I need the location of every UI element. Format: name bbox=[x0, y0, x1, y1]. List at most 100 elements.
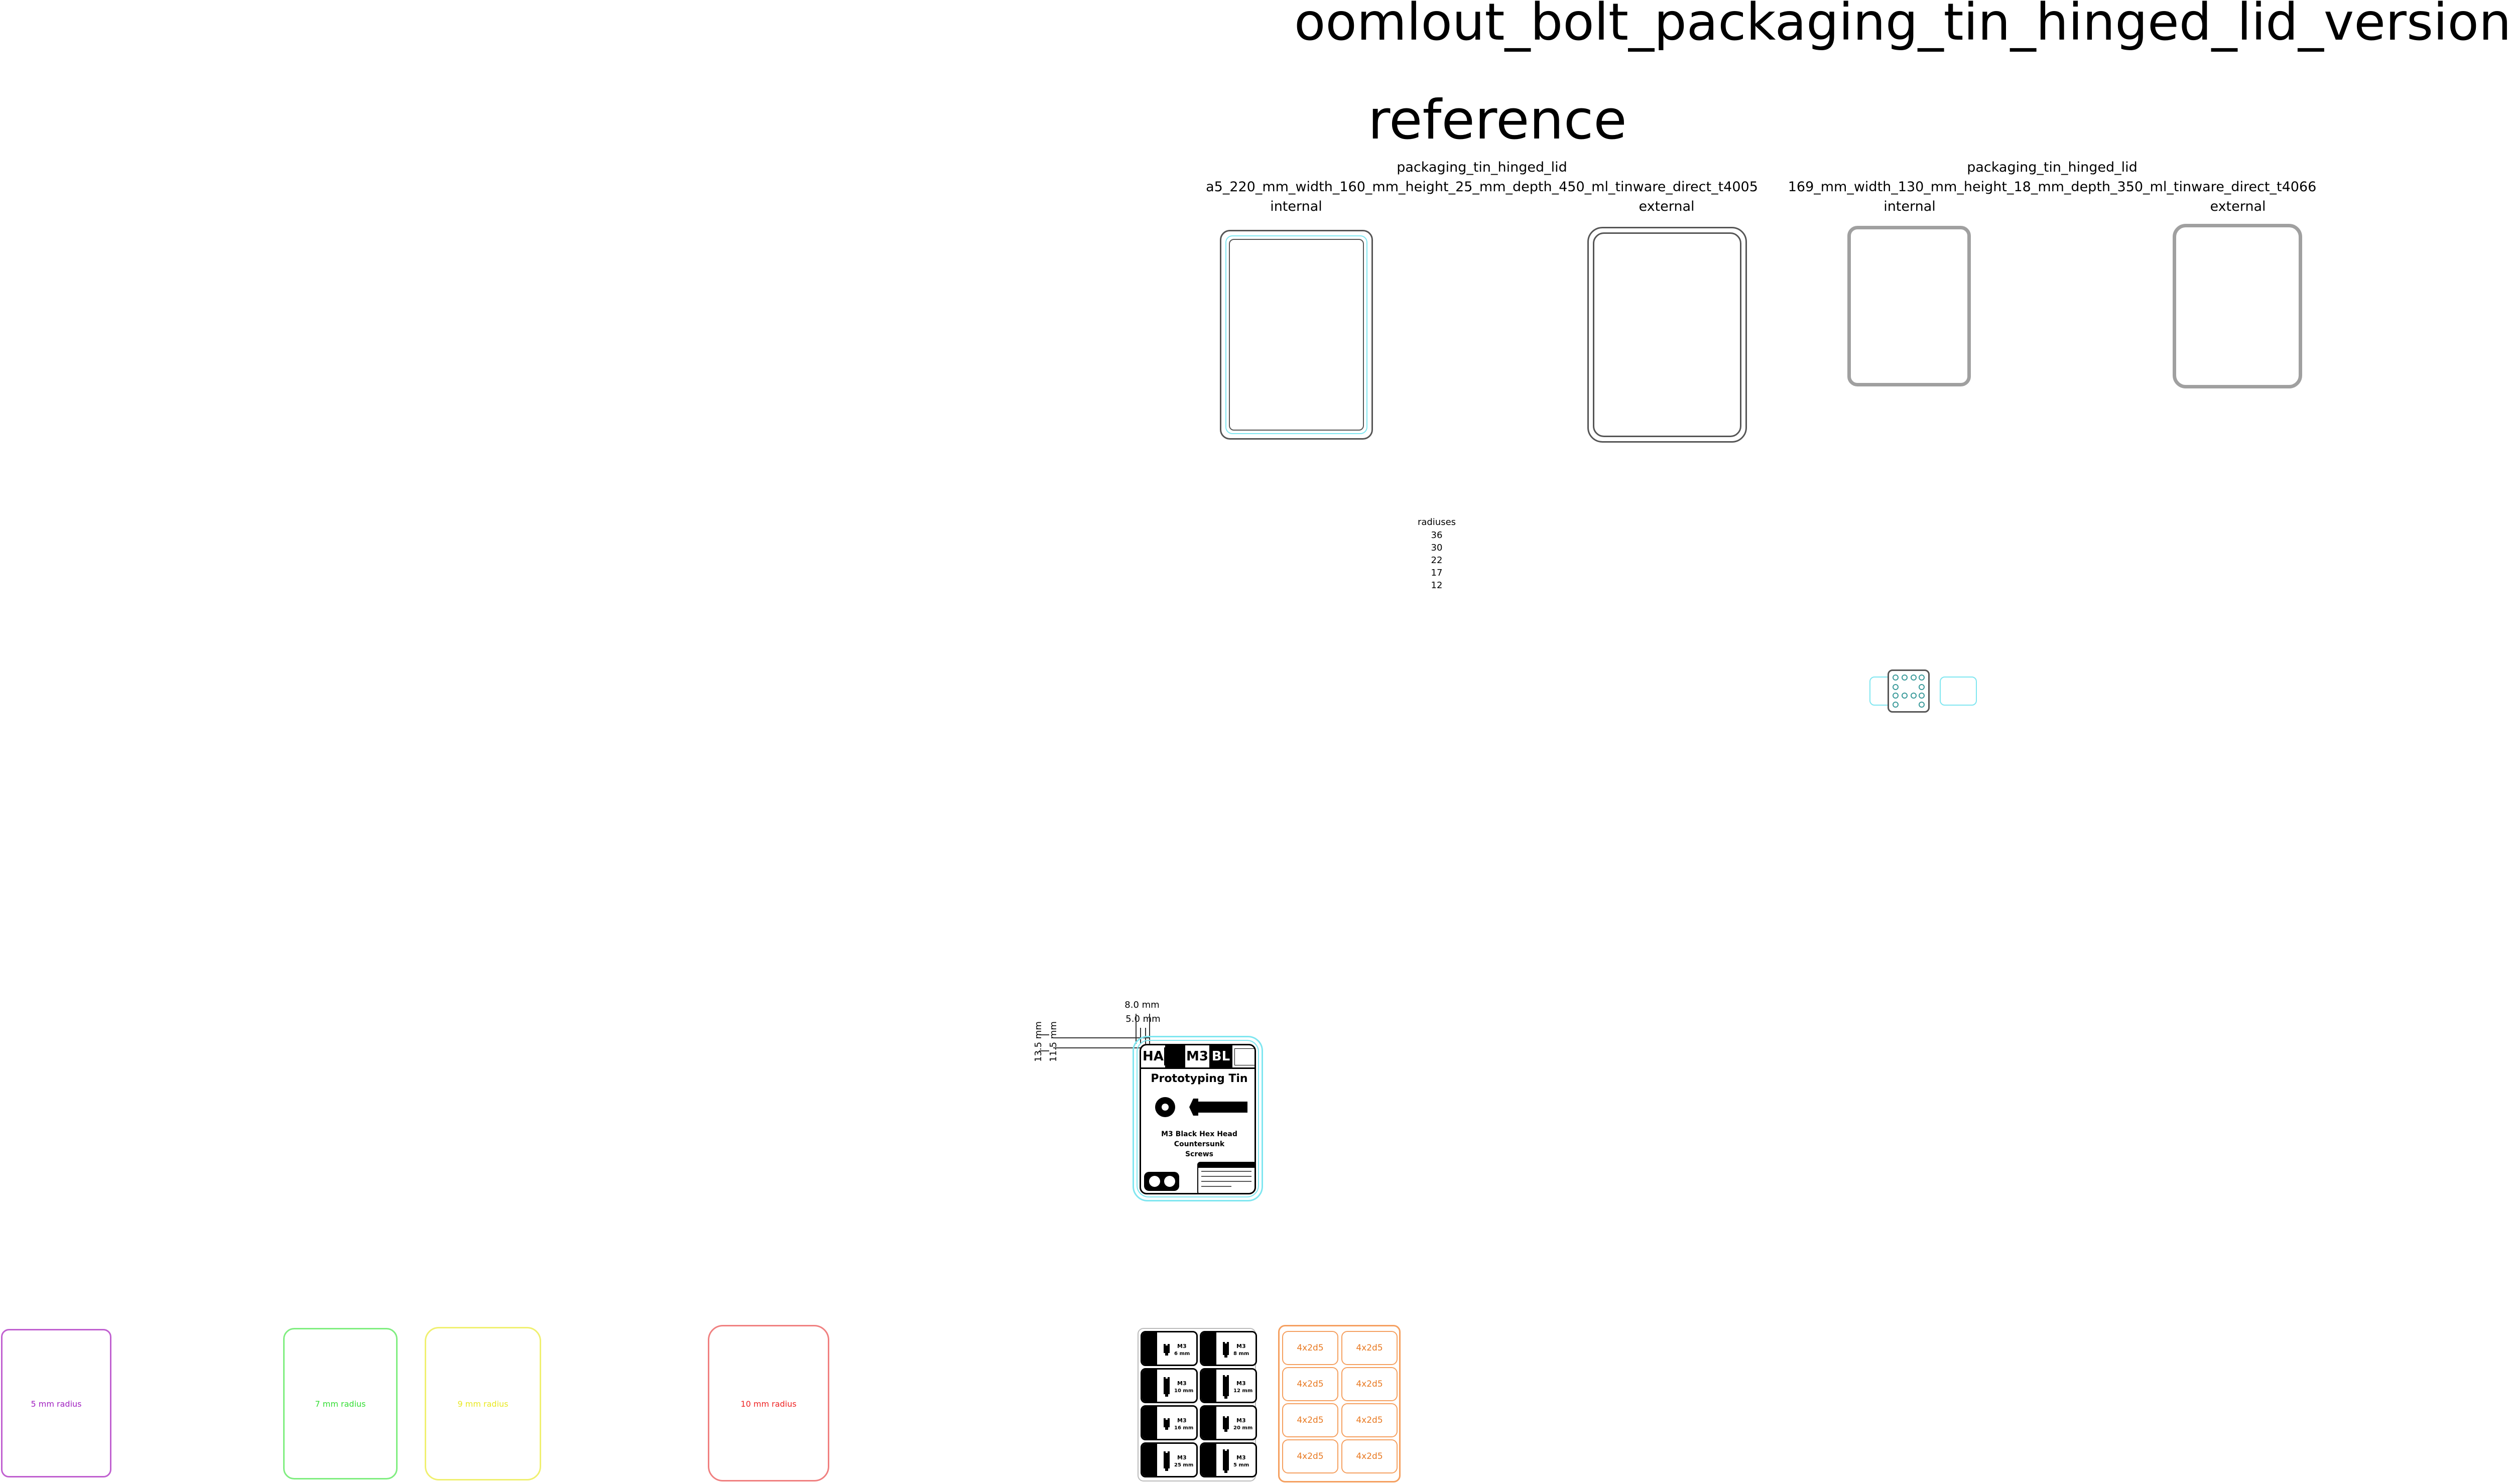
label-title: Prototyping Tin bbox=[1151, 1072, 1248, 1085]
orange-grid-cell: 4x2d5 bbox=[1282, 1331, 1338, 1365]
orange-grid-cell-label: 4x2d5 bbox=[1297, 1451, 1324, 1461]
reference-heading: reference bbox=[1368, 89, 1627, 152]
small-tile-holes bbox=[1893, 674, 1925, 708]
mini-screw-icon bbox=[1224, 1451, 1227, 1473]
orange-grid-cell: 4x2d5 bbox=[1341, 1403, 1398, 1437]
mini-label-length: 25 mm bbox=[1174, 1462, 1194, 1468]
mini-label-side-strip bbox=[1201, 1332, 1216, 1365]
small-tile-center bbox=[1888, 669, 1930, 713]
radius-value: 22 bbox=[1431, 555, 1443, 566]
label-desc-line2: Countersunk bbox=[1174, 1140, 1225, 1148]
mini-screw-icon bbox=[1165, 1379, 1168, 1397]
label-desc-line3: Screws bbox=[1185, 1150, 1214, 1158]
tin1-internal-label: internal bbox=[1270, 199, 1322, 214]
mini-label-size: M3 bbox=[1236, 1380, 1246, 1387]
label-code-left: HA bbox=[1142, 1047, 1165, 1065]
mini-label-side-strip bbox=[1142, 1332, 1157, 1365]
mini-screw-icon bbox=[1165, 1453, 1168, 1471]
orange-grid-cell: 4x2d5 bbox=[1282, 1403, 1338, 1437]
orange-grid-cell: 4x2d5 bbox=[1282, 1367, 1338, 1401]
orange-grid-sheet bbox=[1278, 1325, 1401, 1482]
mini-label-side-strip bbox=[1142, 1370, 1157, 1402]
orange-grid-cell-label: 4x2d5 bbox=[1297, 1415, 1324, 1425]
orange-grid-cell: 4x2d5 bbox=[1282, 1439, 1338, 1473]
tin2-type-label: packaging_tin_hinged_lid bbox=[1967, 160, 2138, 175]
mini-label-length: 6 mm bbox=[1174, 1351, 1190, 1357]
orange-grid-cell-label: 4x2d5 bbox=[1356, 1379, 1383, 1389]
label-desc-line1: M3 Black Hex Head bbox=[1161, 1130, 1237, 1138]
radius-sample-10mm bbox=[708, 1325, 829, 1481]
tin2-internal-label: internal bbox=[1884, 199, 1936, 214]
mini-screw-icon bbox=[1165, 1420, 1168, 1430]
orange-grid-cell-label: 4x2d5 bbox=[1297, 1343, 1324, 1353]
mini-label-side-strip bbox=[1142, 1407, 1157, 1439]
tin1-type-label: packaging_tin_hinged_lid bbox=[1397, 160, 1567, 175]
label-card: HA M3 BL Prototyping Tin M3 Black Hex He… bbox=[1140, 1044, 1256, 1194]
label-washer-strip bbox=[1144, 1172, 1179, 1191]
mini-screw-icon bbox=[1165, 1345, 1168, 1356]
dimension-8mm: 8.0 mm bbox=[1124, 1000, 1160, 1010]
mini-label-length: 5 mm bbox=[1233, 1462, 1249, 1468]
orange-grid-cell-label: 4x2d5 bbox=[1356, 1415, 1383, 1425]
mini-label-size: M3 bbox=[1177, 1417, 1187, 1424]
radius-value: 30 bbox=[1431, 543, 1443, 553]
tin2-spec-label: 169_mm_width_130_mm_height_18_mm_depth_3… bbox=[1788, 179, 2317, 195]
label-card-cyan-outline bbox=[1133, 1036, 1263, 1201]
tin1-internal-inner-outline bbox=[1225, 235, 1367, 434]
mini-label-side-strip bbox=[1142, 1444, 1157, 1476]
orange-grid-cell-label: 4x2d5 bbox=[1356, 1451, 1383, 1461]
tin1-external-inner-outline bbox=[1593, 232, 1741, 437]
mini-label-size: M3 bbox=[1177, 1380, 1187, 1387]
radius-sample-5mm-label: 5 mm radius bbox=[31, 1399, 82, 1409]
orange-grid-cell-label: 4x2d5 bbox=[1356, 1343, 1383, 1353]
mini-label-size: M3 bbox=[1177, 1343, 1187, 1350]
mini-screw-icon bbox=[1224, 1343, 1227, 1358]
tin1-spec-label: a5_220_mm_width_160_mm_height_25_mm_dept… bbox=[1206, 179, 1758, 195]
tin1-external-outline bbox=[1587, 227, 1747, 443]
mini-label-sheet bbox=[1138, 1328, 1256, 1481]
label-code-block bbox=[1165, 1045, 1185, 1067]
radius-value: 17 bbox=[1431, 568, 1443, 578]
orange-grid-cell: 4x2d5 bbox=[1341, 1439, 1398, 1473]
orange-grid-cell: 4x2d5 bbox=[1341, 1331, 1398, 1365]
mini-label-length: 16 mm bbox=[1174, 1425, 1194, 1431]
mini-screw-icon bbox=[1224, 1377, 1227, 1399]
tin1-external-label: external bbox=[1639, 199, 1695, 214]
radius-sample-9mm bbox=[425, 1327, 541, 1480]
radius-value: 36 bbox=[1431, 530, 1443, 541]
tin2-external-label: external bbox=[2210, 199, 2266, 214]
radius-sample-7mm-label: 7 mm radius bbox=[315, 1399, 366, 1409]
label-code-right: BL bbox=[1209, 1045, 1232, 1067]
tin1-internal-inner-outline-2 bbox=[1229, 239, 1364, 431]
mini-label-size: M3 bbox=[1236, 1417, 1246, 1424]
mini-label-length: 12 mm bbox=[1233, 1388, 1253, 1394]
radius-sample-5mm bbox=[1, 1329, 111, 1477]
screw-icon bbox=[1155, 1097, 1247, 1117]
mini-label-length: 20 mm bbox=[1233, 1425, 1253, 1431]
orange-grid-cell-label: 4x2d5 bbox=[1297, 1379, 1324, 1389]
label-spec-table bbox=[1197, 1162, 1254, 1193]
mini-screw-icon bbox=[1224, 1418, 1227, 1432]
mini-label-side-strip bbox=[1201, 1444, 1216, 1476]
mini-label-size: M3 bbox=[1236, 1454, 1246, 1461]
label-code-mid: M3 bbox=[1186, 1049, 1208, 1064]
dimension-5mm: 5.0 mm bbox=[1125, 1014, 1161, 1024]
mini-label-side-strip bbox=[1201, 1407, 1216, 1439]
radiuses-heading: radiuses bbox=[1417, 517, 1456, 527]
radius-sample-9mm-label: 9 mm radius bbox=[457, 1399, 509, 1409]
label-card-header: HA M3 BL bbox=[1141, 1045, 1254, 1069]
mini-label-length: 10 mm bbox=[1174, 1388, 1194, 1394]
radius-sample-10mm-label: 10 mm radius bbox=[740, 1399, 797, 1409]
page-title: oomlout_bolt_packaging_tin_hinged_lid_ve… bbox=[1294, 0, 2510, 52]
mini-label-side-strip bbox=[1201, 1370, 1216, 1402]
small-cyan-outline-right bbox=[1940, 677, 1977, 706]
